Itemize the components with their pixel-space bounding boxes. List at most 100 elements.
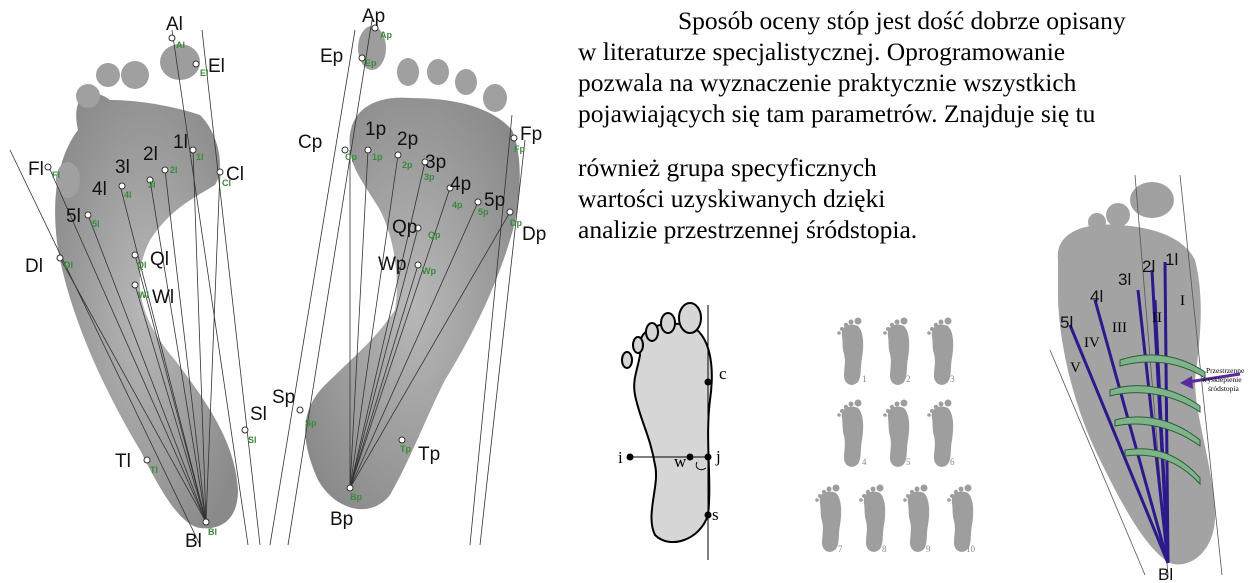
roman-v: V <box>1070 360 1081 376</box>
roman-i: I <box>1180 293 1185 309</box>
footprint-2 <box>883 318 909 385</box>
grid-num-9: 9 <box>926 544 931 554</box>
label-bl: Bl <box>185 531 202 552</box>
label-3l: 3l <box>115 157 130 178</box>
label-dp: Dp <box>522 224 546 245</box>
label-wl: Wl <box>152 287 174 308</box>
label-sl: Sl <box>250 404 267 425</box>
paragraph-line-5: również grupa specyficznych <box>578 153 877 184</box>
spatial-arch-ribbons <box>1110 355 1205 484</box>
outline-label-i: i <box>618 448 623 467</box>
footprint-6 <box>927 400 953 467</box>
green-label-4p: 4p <box>452 200 463 210</box>
outline-label-j: j <box>715 447 721 466</box>
spatial-label-1l: 1l <box>1165 250 1178 269</box>
paragraph-line-7: analizie przestrzennej śródstopia. <box>578 215 917 246</box>
label-wp: Wp <box>378 254 407 275</box>
paragraph-line-2: w literaturze specjalistycznej. Oprogram… <box>578 37 1065 68</box>
label-el: El <box>208 56 225 77</box>
spatial-label-5l: 5l <box>1060 313 1073 332</box>
annotation-line-2: wysklepienie <box>1202 375 1242 384</box>
label-fp: Fp <box>520 124 542 145</box>
green-label-fl: Fl <box>52 170 60 180</box>
spatial-label-3l: 3l <box>1118 270 1131 289</box>
green-label-al: Al <box>176 40 185 50</box>
green-label-4l: 4l <box>124 190 132 200</box>
label-sp: Sp <box>272 387 295 408</box>
outline-label-w: w <box>674 452 687 471</box>
spatial-label-2l: 2l <box>1142 257 1155 276</box>
green-label-ep: Ep <box>365 58 377 68</box>
green-label-wl: Wl <box>138 290 149 300</box>
grid-num-4: 4 <box>862 457 867 467</box>
grid-num-8: 8 <box>882 544 887 554</box>
label-qp: Qp <box>392 217 417 238</box>
footprint-1 <box>837 318 863 385</box>
footprint-10 <box>947 485 973 552</box>
spatial-label-4l: 4l <box>1090 287 1103 306</box>
green-label-cp: Cp <box>345 152 357 162</box>
green-label-bp: Bp <box>350 492 362 502</box>
grid-num-1: 1 <box>862 374 867 384</box>
label-al: Al <box>166 14 183 35</box>
footprint-3 <box>927 318 953 385</box>
spatial-rays <box>1070 262 1168 563</box>
green-label-dp: Dp <box>510 218 522 228</box>
green-label-wp: Wp <box>422 266 436 276</box>
annotation-line-3: śródstopia <box>1208 384 1240 393</box>
green-label-tp: Tp <box>400 444 411 454</box>
grid-num-6: 6 <box>950 457 955 467</box>
outline-label-s: s <box>712 505 719 524</box>
roman-ii: II <box>1152 310 1162 326</box>
label-bp: Bp <box>330 509 353 530</box>
green-label-cl: Cl <box>222 178 231 188</box>
green-label-dl: Dl <box>64 260 73 270</box>
label-1p: 1p <box>365 119 386 140</box>
spatial-footprint <box>1058 182 1215 564</box>
label-cp: Cp <box>298 132 322 153</box>
label-ql: Ql <box>150 249 169 270</box>
green-label-3p: 3p <box>424 172 435 182</box>
right-footprint <box>305 26 520 509</box>
green-label-1p: 1p <box>372 152 383 162</box>
green-label-5l: 5l <box>92 219 100 229</box>
green-label-bl: Bl <box>208 527 217 537</box>
label-2p: 2p <box>397 129 418 150</box>
green-label-el: El <box>200 68 209 78</box>
annotation-line-1: Przestrzenne <box>1206 366 1245 375</box>
paragraph-line-1: Sposób oceny stóp jest dość dobrze opisa… <box>678 6 1126 37</box>
green-label-2p: 2p <box>402 160 413 170</box>
green-label-ql: Ql <box>137 260 147 270</box>
outline-foot <box>622 303 712 560</box>
grid-num-5: 5 <box>906 457 911 467</box>
green-label-ap: Ap <box>380 30 392 40</box>
label-1l: 1l <box>173 132 188 153</box>
label-tl: Tl <box>115 451 131 472</box>
grid-num-3: 3 <box>950 374 955 384</box>
label-3p: 3p <box>425 152 446 173</box>
footprint-measurement-figure: Al El Fl Cl 1l 2l 3l 4l 5l Dl Ql Wl Sl T… <box>0 0 580 583</box>
green-label-1l: 1l <box>196 152 204 162</box>
green-label-fp: Fp <box>514 144 525 154</box>
green-label-3l: 3l <box>148 180 156 190</box>
footprint-5 <box>883 400 909 467</box>
paragraph-line-4: pojawiających się tam parametrów. Znajdu… <box>578 99 1095 130</box>
roman-iii: III <box>1112 320 1127 336</box>
footprint-8 <box>859 485 885 552</box>
label-tp: Tp <box>418 444 440 465</box>
grid-num-7: 7 <box>838 544 843 554</box>
label-ep: Ep <box>320 46 343 67</box>
footprint-9 <box>903 485 929 552</box>
label-fl: Fl <box>28 159 44 180</box>
label-4l: 4l <box>92 179 107 200</box>
label-4p: 4p <box>450 174 471 195</box>
grid-num-2: 2 <box>906 374 911 384</box>
green-label-tl: Tl <box>150 465 158 475</box>
grid-num-10: 10 <box>966 544 976 554</box>
label-5l: 5l <box>66 206 81 227</box>
green-label-qp: Qp <box>428 230 441 240</box>
paragraph-line-6: wartości uzyskiwanych dzięki <box>578 184 885 215</box>
left-footprint <box>55 44 238 528</box>
spatial-label-bl: Bl <box>1158 565 1173 583</box>
green-label-2l: 2l <box>170 165 178 175</box>
